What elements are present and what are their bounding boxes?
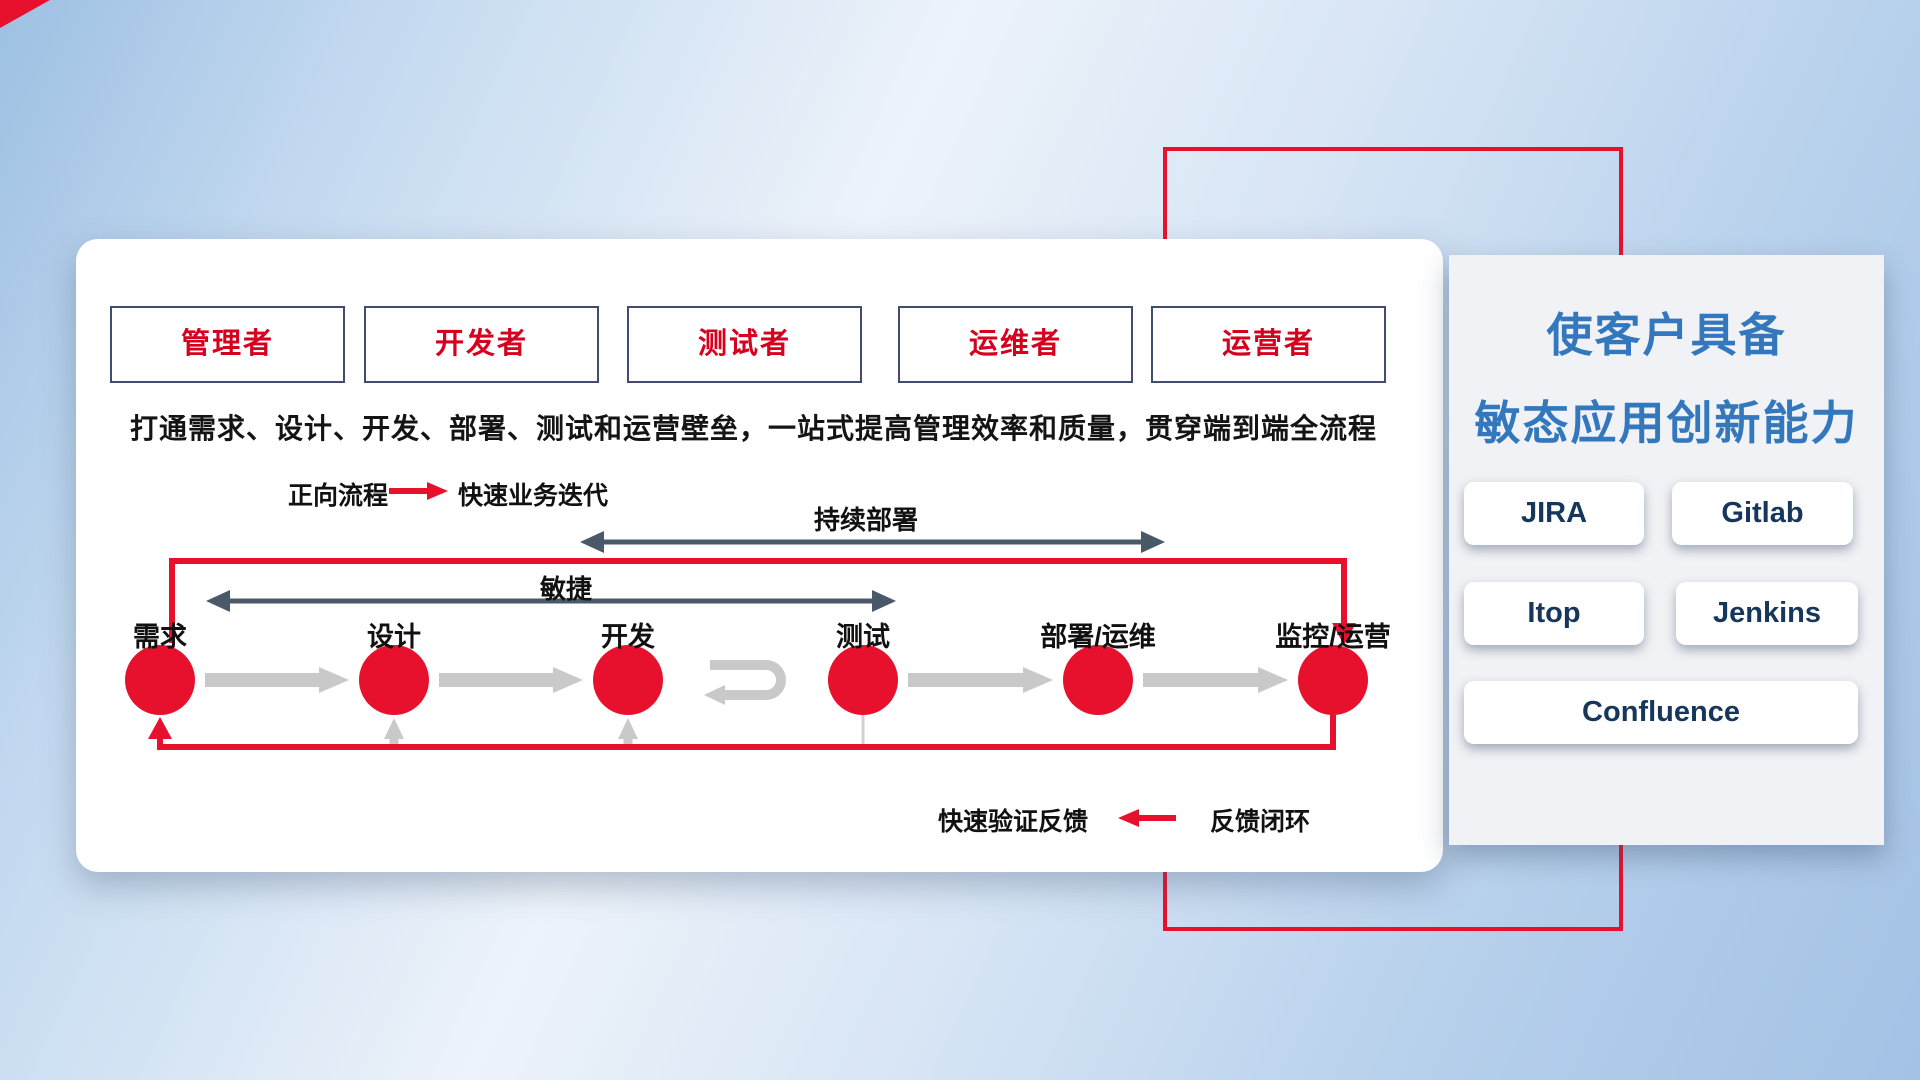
tool-confluence: Confluence xyxy=(1464,681,1858,744)
tool-jira: JIRA xyxy=(1464,482,1644,545)
stage-node-develop xyxy=(593,645,663,715)
agile-arrow xyxy=(206,590,896,612)
forward-legend-value: 快速业务迭代 xyxy=(458,482,609,510)
tool-itop: Itop xyxy=(1464,582,1644,645)
stage-label-design: 设计 xyxy=(367,622,421,652)
stage-label-requirements: 需求 xyxy=(133,622,187,652)
stage-label-develop: 开发 xyxy=(601,622,655,652)
role-box-operator: 运营者 xyxy=(1151,306,1386,383)
feedback-legend-value: 快速验证反馈 xyxy=(938,808,1089,836)
stage-label-test: 测试 xyxy=(836,622,890,652)
agile-label: 敏捷 xyxy=(539,574,593,604)
role-box-developer: 开发者 xyxy=(364,306,599,383)
capability-panel: 使客户具备 敏态应用创新能力 JIRA Gitlab Itop Jenkins … xyxy=(1449,255,1884,845)
stage-nodes xyxy=(125,645,1368,715)
stage-label-monitor-operation: 监控/运营 xyxy=(1275,622,1391,652)
role-box-tester: 测试者 xyxy=(627,306,862,383)
capability-title-line1: 使客户具备 xyxy=(1546,309,1787,361)
tool-jenkins: Jenkins xyxy=(1676,582,1858,645)
flow-diagram-graphics xyxy=(125,482,1368,827)
devops-flow-panel: 管理者 开发者 测试者 运维者 运营者 打通需求、设计、开发、部署、测试和运营壁… xyxy=(76,239,1443,872)
capability-title-line2: 敏态应用创新能力 xyxy=(1474,397,1859,449)
corner-accent-triangle xyxy=(0,0,50,28)
feedback-up-arrows xyxy=(384,715,865,744)
stage-node-design xyxy=(359,645,429,715)
tool-gitlab: Gitlab xyxy=(1672,482,1853,545)
stage-node-requirements xyxy=(125,645,195,715)
stage-node-deploy-ops xyxy=(1063,645,1133,715)
flow-description: 打通需求、设计、开发、部署、测试和运营壁垒，一站式提高管理效率和质量，贯穿端到端… xyxy=(130,413,1378,444)
forward-legend-label: 正向流程 xyxy=(288,482,389,510)
role-box-ops: 运维者 xyxy=(898,306,1133,383)
continuous-deploy-label: 持续部署 xyxy=(813,505,919,535)
role-box-manager: 管理者 xyxy=(110,306,345,383)
dev-test-iteration-arrow xyxy=(704,660,786,705)
stage-node-test xyxy=(828,645,898,715)
feedback-loop-arrow xyxy=(148,715,1336,750)
forward-loop-arrow xyxy=(169,558,1356,645)
stage-label-deploy-ops: 部署/运维 xyxy=(1040,622,1156,652)
stage-node-monitor-operation xyxy=(1298,645,1368,715)
continuous-deploy-arrow xyxy=(580,531,1165,553)
feedback-legend-label: 反馈闭环 xyxy=(1210,808,1311,836)
